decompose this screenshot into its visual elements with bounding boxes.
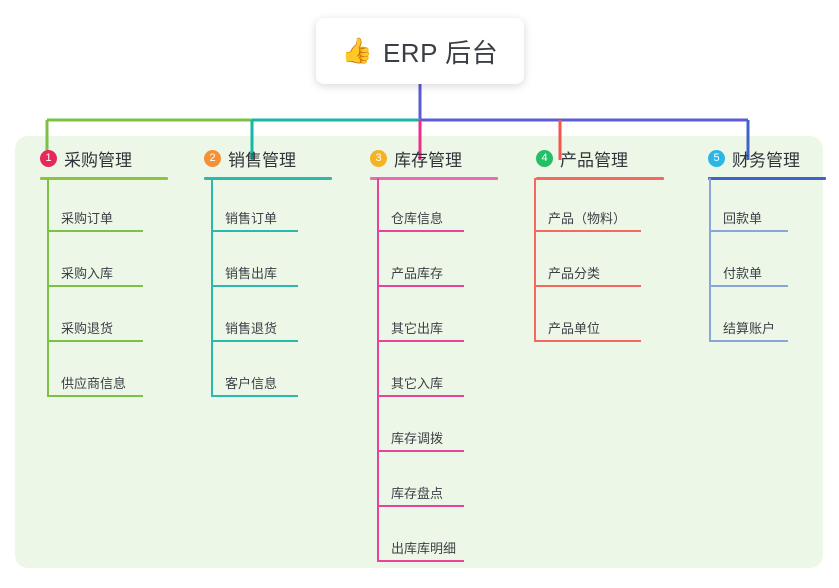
leaf-label: 库存盘点 <box>391 486 444 501</box>
branch-badge-4: 4 <box>536 149 553 167</box>
leaf-underline <box>709 230 788 232</box>
thumbs-up-icon: 👍 <box>341 36 373 65</box>
branch-title-2: 销售管理 <box>228 150 296 170</box>
branch-column-4: 4 产品管理产品（物料） 产品分类产品单位 <box>518 145 664 342</box>
leaf-label: 仓库信息 <box>391 211 444 226</box>
root-node[interactable]: 👍 ERP 后台 <box>316 18 524 84</box>
leaf-label: 采购退货 <box>61 321 114 336</box>
list-item[interactable]: 回款单 <box>709 192 788 232</box>
leaf-label: 其它入库 <box>391 376 444 391</box>
branch-underline-5 <box>708 177 826 180</box>
list-item[interactable]: 客户信息 <box>211 357 298 397</box>
list-item[interactable]: 库存调拨 <box>377 412 464 452</box>
branch-title-1: 采购管理 <box>64 150 132 170</box>
list-item[interactable]: 产品库存 <box>377 247 464 287</box>
leaf-label: 产品库存 <box>391 266 444 281</box>
list-item[interactable]: 供应商信息 <box>47 357 143 397</box>
branch-underline-4 <box>536 177 664 180</box>
leaf-underline <box>47 395 143 397</box>
list-item[interactable]: 采购订单 <box>47 192 143 232</box>
leaf-underline <box>377 285 464 287</box>
list-item[interactable]: 销售订单 <box>211 192 298 232</box>
leaf-underline <box>534 230 641 232</box>
leaf-underline <box>47 340 143 342</box>
leaf-label: 库存调拨 <box>391 431 444 446</box>
leaf-label: 销售退货 <box>225 321 278 336</box>
branch-underline-2 <box>204 177 332 180</box>
branch-badge-1: 1 <box>40 149 57 167</box>
branch-underline-1 <box>40 177 168 180</box>
branch-column-5: 5 财务管理回款单付款单结算账户 <box>690 145 826 342</box>
branch-spine-5 <box>709 178 711 342</box>
leaf-label: 产品（物料） <box>548 211 627 226</box>
leaf-underline <box>47 285 143 287</box>
list-item[interactable]: 出库库明细 <box>377 522 464 562</box>
list-item[interactable]: 销售退货 <box>211 302 298 342</box>
root-title: ERP 后台 <box>382 37 499 68</box>
leaf-label: 回款单 <box>723 211 763 226</box>
leaf-underline <box>377 450 464 452</box>
branch-column-1: 1 采购管理采购订单采购入库采购退货供应商信息 <box>22 145 168 397</box>
leaf-underline <box>211 285 298 287</box>
branch-header-1[interactable]: 1 采购管理 <box>22 145 132 171</box>
leaf-label: 产品单位 <box>548 321 601 336</box>
leaf-label: 产品分类 <box>548 266 601 281</box>
branch-header-3[interactable]: 3 库存管理 <box>352 145 462 171</box>
branch-spine-1 <box>47 178 49 397</box>
diagram-panel <box>15 136 823 568</box>
leaf-label: 出库库明细 <box>391 541 457 556</box>
branch-header-4[interactable]: 4 产品管理 <box>518 145 628 171</box>
list-item[interactable]: 库存盘点 <box>377 467 464 507</box>
branch-spine-3 <box>377 178 379 562</box>
leaf-underline <box>377 340 464 342</box>
list-item[interactable]: 其它出库 <box>377 302 464 342</box>
leaf-underline <box>211 230 298 232</box>
branch-column-2: 2 销售管理销售订单销售出库销售退货客户信息 <box>186 145 332 397</box>
list-item[interactable]: 结算账户 <box>709 302 788 342</box>
leaf-underline <box>211 340 298 342</box>
leaf-label: 采购入库 <box>61 266 114 281</box>
leaf-label: 采购订单 <box>61 211 114 226</box>
list-item[interactable]: 仓库信息 <box>377 192 464 232</box>
branch-title-5: 财务管理 <box>732 150 800 170</box>
leaf-underline <box>534 285 641 287</box>
list-item[interactable]: 产品（物料） <box>534 192 641 232</box>
leaf-label: 客户信息 <box>225 376 278 391</box>
list-item[interactable]: 产品分类 <box>534 247 641 287</box>
leaf-underline <box>47 230 143 232</box>
branch-header-2[interactable]: 2 销售管理 <box>186 145 296 171</box>
list-item[interactable]: 其它入库 <box>377 357 464 397</box>
list-item[interactable]: 采购退货 <box>47 302 143 342</box>
branch-title-4: 产品管理 <box>560 150 628 170</box>
leaf-underline <box>709 285 788 287</box>
branch-column-3: 3 库存管理仓库信息产品库存其它出库其它入库库存调拨库存盘点出库库明细 <box>352 145 498 562</box>
leaf-underline <box>211 395 298 397</box>
list-item[interactable]: 付款单 <box>709 247 788 287</box>
list-item[interactable]: 销售出库 <box>211 247 298 287</box>
leaf-underline <box>377 560 464 562</box>
branch-header-5[interactable]: 5 财务管理 <box>690 145 800 171</box>
leaf-label: 结算账户 <box>723 321 776 336</box>
leaf-underline <box>709 340 788 342</box>
list-item[interactable]: 产品单位 <box>534 302 641 342</box>
leaf-label: 其它出库 <box>391 321 444 336</box>
leaf-underline <box>534 340 641 342</box>
leaf-label: 销售订单 <box>225 211 278 226</box>
leaf-label: 供应商信息 <box>61 376 127 391</box>
branch-badge-3: 3 <box>370 149 387 167</box>
branch-spine-4 <box>534 178 536 342</box>
leaf-underline <box>377 505 464 507</box>
leaf-label: 付款单 <box>723 266 763 281</box>
leaf-underline <box>377 230 464 232</box>
branch-badge-5: 5 <box>708 149 725 167</box>
branch-underline-3 <box>370 177 498 180</box>
branch-badge-2: 2 <box>204 149 221 167</box>
leaf-underline <box>377 395 464 397</box>
branch-title-3: 库存管理 <box>394 150 462 170</box>
list-item[interactable]: 采购入库 <box>47 247 143 287</box>
leaf-label: 销售出库 <box>225 266 278 281</box>
branch-spine-2 <box>211 178 213 397</box>
